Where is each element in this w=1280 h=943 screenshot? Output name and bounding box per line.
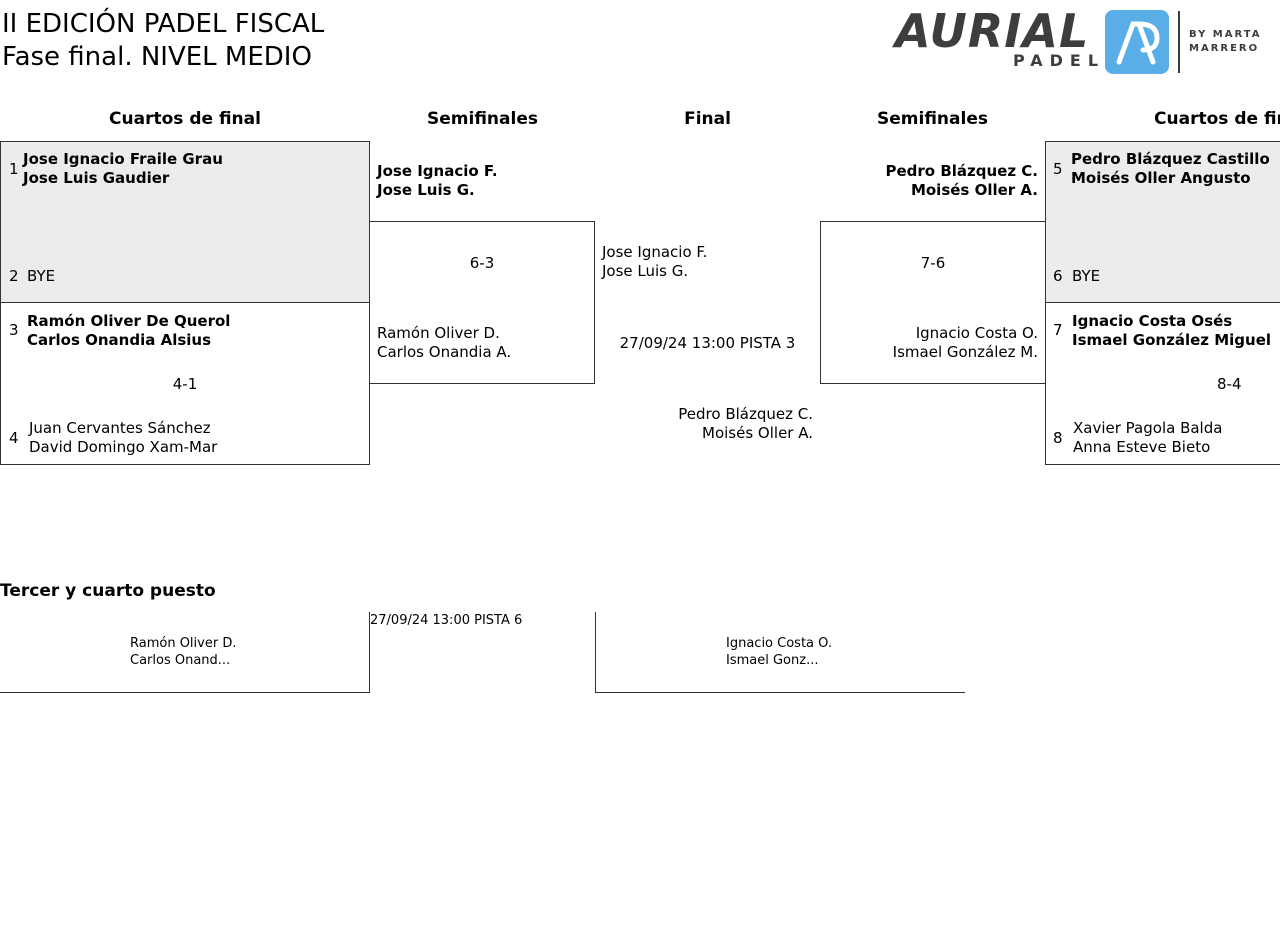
header-final: Final	[684, 109, 731, 129]
header-qf-left: Cuartos de final	[109, 109, 261, 129]
logo-brand: AURIAL	[895, 4, 1090, 58]
bye-label: BYE	[27, 267, 56, 285]
logo-by-line2: MARRERO	[1189, 43, 1260, 54]
final-team-b-2: Moisés Oller A.	[702, 424, 813, 442]
sf-right-match: 7-6 Ignacio Costa O. Ismael González M.	[820, 221, 1046, 384]
sf-left-match: 6-3 Ramón Oliver D. Carlos Onandia A.	[369, 221, 595, 384]
seed-number: 7	[1053, 321, 1063, 339]
player-name: Ismael González Miguel	[1072, 331, 1272, 349]
sf-right-team-a-2: Moisés Oller A.	[910, 181, 1038, 199]
player-name: Jose Luis Gaudier	[23, 169, 170, 187]
match-score: 8-4	[1217, 375, 1242, 393]
final-schedule: 27/09/24 13:00 PISTA 3	[619, 334, 796, 352]
sf-left-team-a-1: Jose Ignacio F.	[377, 162, 498, 180]
player-name: Jose Ignacio Fraile Grau	[23, 150, 223, 168]
third-place-team-a-1: Ramón Oliver D.	[130, 636, 237, 651]
logo-ap-icon	[1105, 10, 1169, 74]
seed-number: 1	[9, 160, 19, 178]
player-name: Pedro Blázquez Castillo	[1071, 150, 1270, 168]
logo-sub: PADEL	[1013, 51, 1106, 70]
qf-left-match-1: 1 Jose Ignacio Fraile Grau Jose Luis Gau…	[0, 141, 370, 303]
player-name: Carlos Onandia Alsius	[27, 331, 212, 349]
bracket-line	[0, 692, 370, 693]
match-score: 6-3	[469, 254, 495, 272]
third-place-team-b-1: Ignacio Costa O.	[726, 636, 832, 651]
seed-number: 4	[9, 429, 19, 447]
player-name: Anna Esteve Bieto	[1073, 438, 1211, 456]
player-name: Juan Cervantes Sánchez	[29, 419, 211, 437]
third-place-team-b-2: Ismael Gonz...	[726, 653, 819, 668]
bracket-line	[595, 612, 596, 693]
qf-right-match-1: 5 Pedro Blázquez Castillo Moisés Oller A…	[1045, 141, 1280, 303]
bracket-line	[369, 612, 370, 693]
header-sf-right: Semifinales	[877, 109, 988, 129]
player-name: Ramón Oliver D.	[377, 324, 500, 342]
qf-left-match-2: 3 Ramón Oliver De Querol Carlos Onandia …	[0, 302, 370, 465]
page-subtitle: Fase final. NIVEL MEDIO	[2, 42, 312, 72]
qf-right-match-2: 7 Ignacio Costa Osés Ismael González Mig…	[1045, 302, 1280, 465]
bye-label: BYE	[1072, 267, 1101, 285]
match-score: 7-6	[920, 254, 946, 272]
third-place-team-a-2: Carlos Onand...	[130, 653, 231, 668]
seed-number: 6	[1053, 267, 1063, 285]
seed-number: 8	[1053, 429, 1063, 447]
third-place-title: Tercer y cuarto puesto	[0, 581, 216, 601]
player-name: Xavier Pagola Balda	[1073, 419, 1223, 437]
player-name: David Domingo Xam-Mar	[29, 438, 218, 456]
header-qf-right: Cuartos de final	[1154, 109, 1280, 129]
player-name: Ignacio Costa O.	[915, 324, 1038, 342]
sf-right-team-a-1: Pedro Blázquez C.	[885, 162, 1038, 180]
player-name: Moisés Oller Angusto	[1071, 169, 1251, 187]
player-name: Ignacio Costa Osés	[1072, 312, 1233, 330]
seed-number: 5	[1053, 160, 1063, 178]
seed-number: 3	[9, 321, 19, 339]
aurial-logo: AURIAL PADEL BY MARTA MARRERO	[895, 6, 1275, 78]
logo-by-line1: BY MARTA	[1189, 29, 1262, 40]
final-team-b-1: Pedro Blázquez C.	[678, 405, 813, 423]
final-team-a-1: Jose Ignacio F.	[602, 243, 708, 261]
player-name: Ramón Oliver De Querol	[27, 312, 231, 330]
final-team-a-2: Jose Luis G.	[602, 262, 689, 280]
player-name: Ismael González M.	[892, 343, 1038, 361]
header-sf-left: Semifinales	[427, 109, 538, 129]
match-score: 4-1	[172, 375, 198, 393]
sf-left-team-a-2: Jose Luis G.	[377, 181, 475, 199]
player-name: Carlos Onandia A.	[377, 343, 512, 361]
logo-divider	[1178, 11, 1180, 73]
third-place-schedule: 27/09/24 13:00 PISTA 6	[370, 613, 523, 628]
page-title: II EDICIÓN PADEL FISCAL	[2, 9, 325, 39]
bracket-line	[595, 692, 965, 693]
seed-number: 2	[9, 267, 19, 285]
